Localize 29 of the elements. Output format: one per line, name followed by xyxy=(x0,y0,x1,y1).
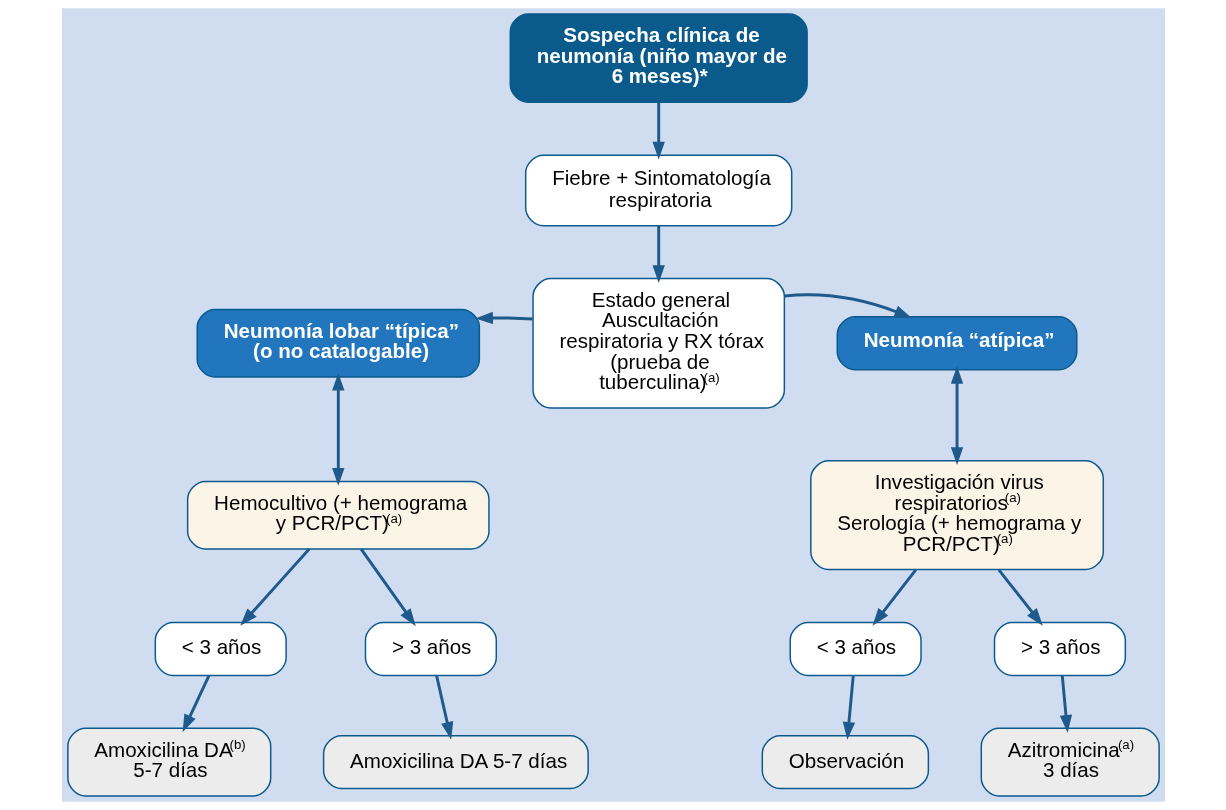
arrow xyxy=(997,569,1043,626)
node-box: Azitromicina$^{(a)}$ 3 días xyxy=(980,727,1160,797)
arrow xyxy=(842,675,855,740)
arrow xyxy=(182,674,210,733)
node-box: Investigación virus respiratorios$^{(a)}$ Serología (+ hemograma y PCR/PCT)$^{(a)}$ xyxy=(809,460,1104,571)
arrow xyxy=(652,102,665,160)
node-box: Fiebre + Sintomatología respiratoria xyxy=(524,154,792,227)
arrow xyxy=(434,675,453,740)
node-box: Estado general Auscultación respiratoria y RX tórax (prueba de tuberculina)$^{(a)}$ xyxy=(531,277,785,409)
node-box: < 3 años xyxy=(154,621,287,677)
arrow xyxy=(331,372,344,486)
node-box: > 3 años xyxy=(993,621,1126,677)
arrow xyxy=(1059,675,1072,733)
arrow xyxy=(239,548,310,626)
node-box: Neumonía lobar “típica” (o no catalogable) xyxy=(195,308,480,378)
arrow xyxy=(474,311,533,325)
arrow xyxy=(950,365,963,465)
node-box: Neumonía “atípica” xyxy=(836,316,1078,371)
node-box: < 3 años xyxy=(789,621,922,677)
arrow xyxy=(783,293,912,319)
node-box: Sospecha clínica de neumonía (niño mayor de 6 meses)* xyxy=(509,13,808,103)
node-box: Amoxicilina DA$^{(b)}$ 5-7 días xyxy=(66,727,271,797)
arrow xyxy=(871,569,917,626)
node-box: Observación xyxy=(761,734,929,790)
node-box: Hemocultivo (+ hemograma y PCR/PCT)$^{(a)}$ xyxy=(186,480,490,550)
node-box: > 3 años xyxy=(364,621,497,677)
arrow xyxy=(359,548,416,627)
arrow xyxy=(652,225,665,283)
node-box: Amoxicilina DA 5-7 días xyxy=(322,734,589,790)
